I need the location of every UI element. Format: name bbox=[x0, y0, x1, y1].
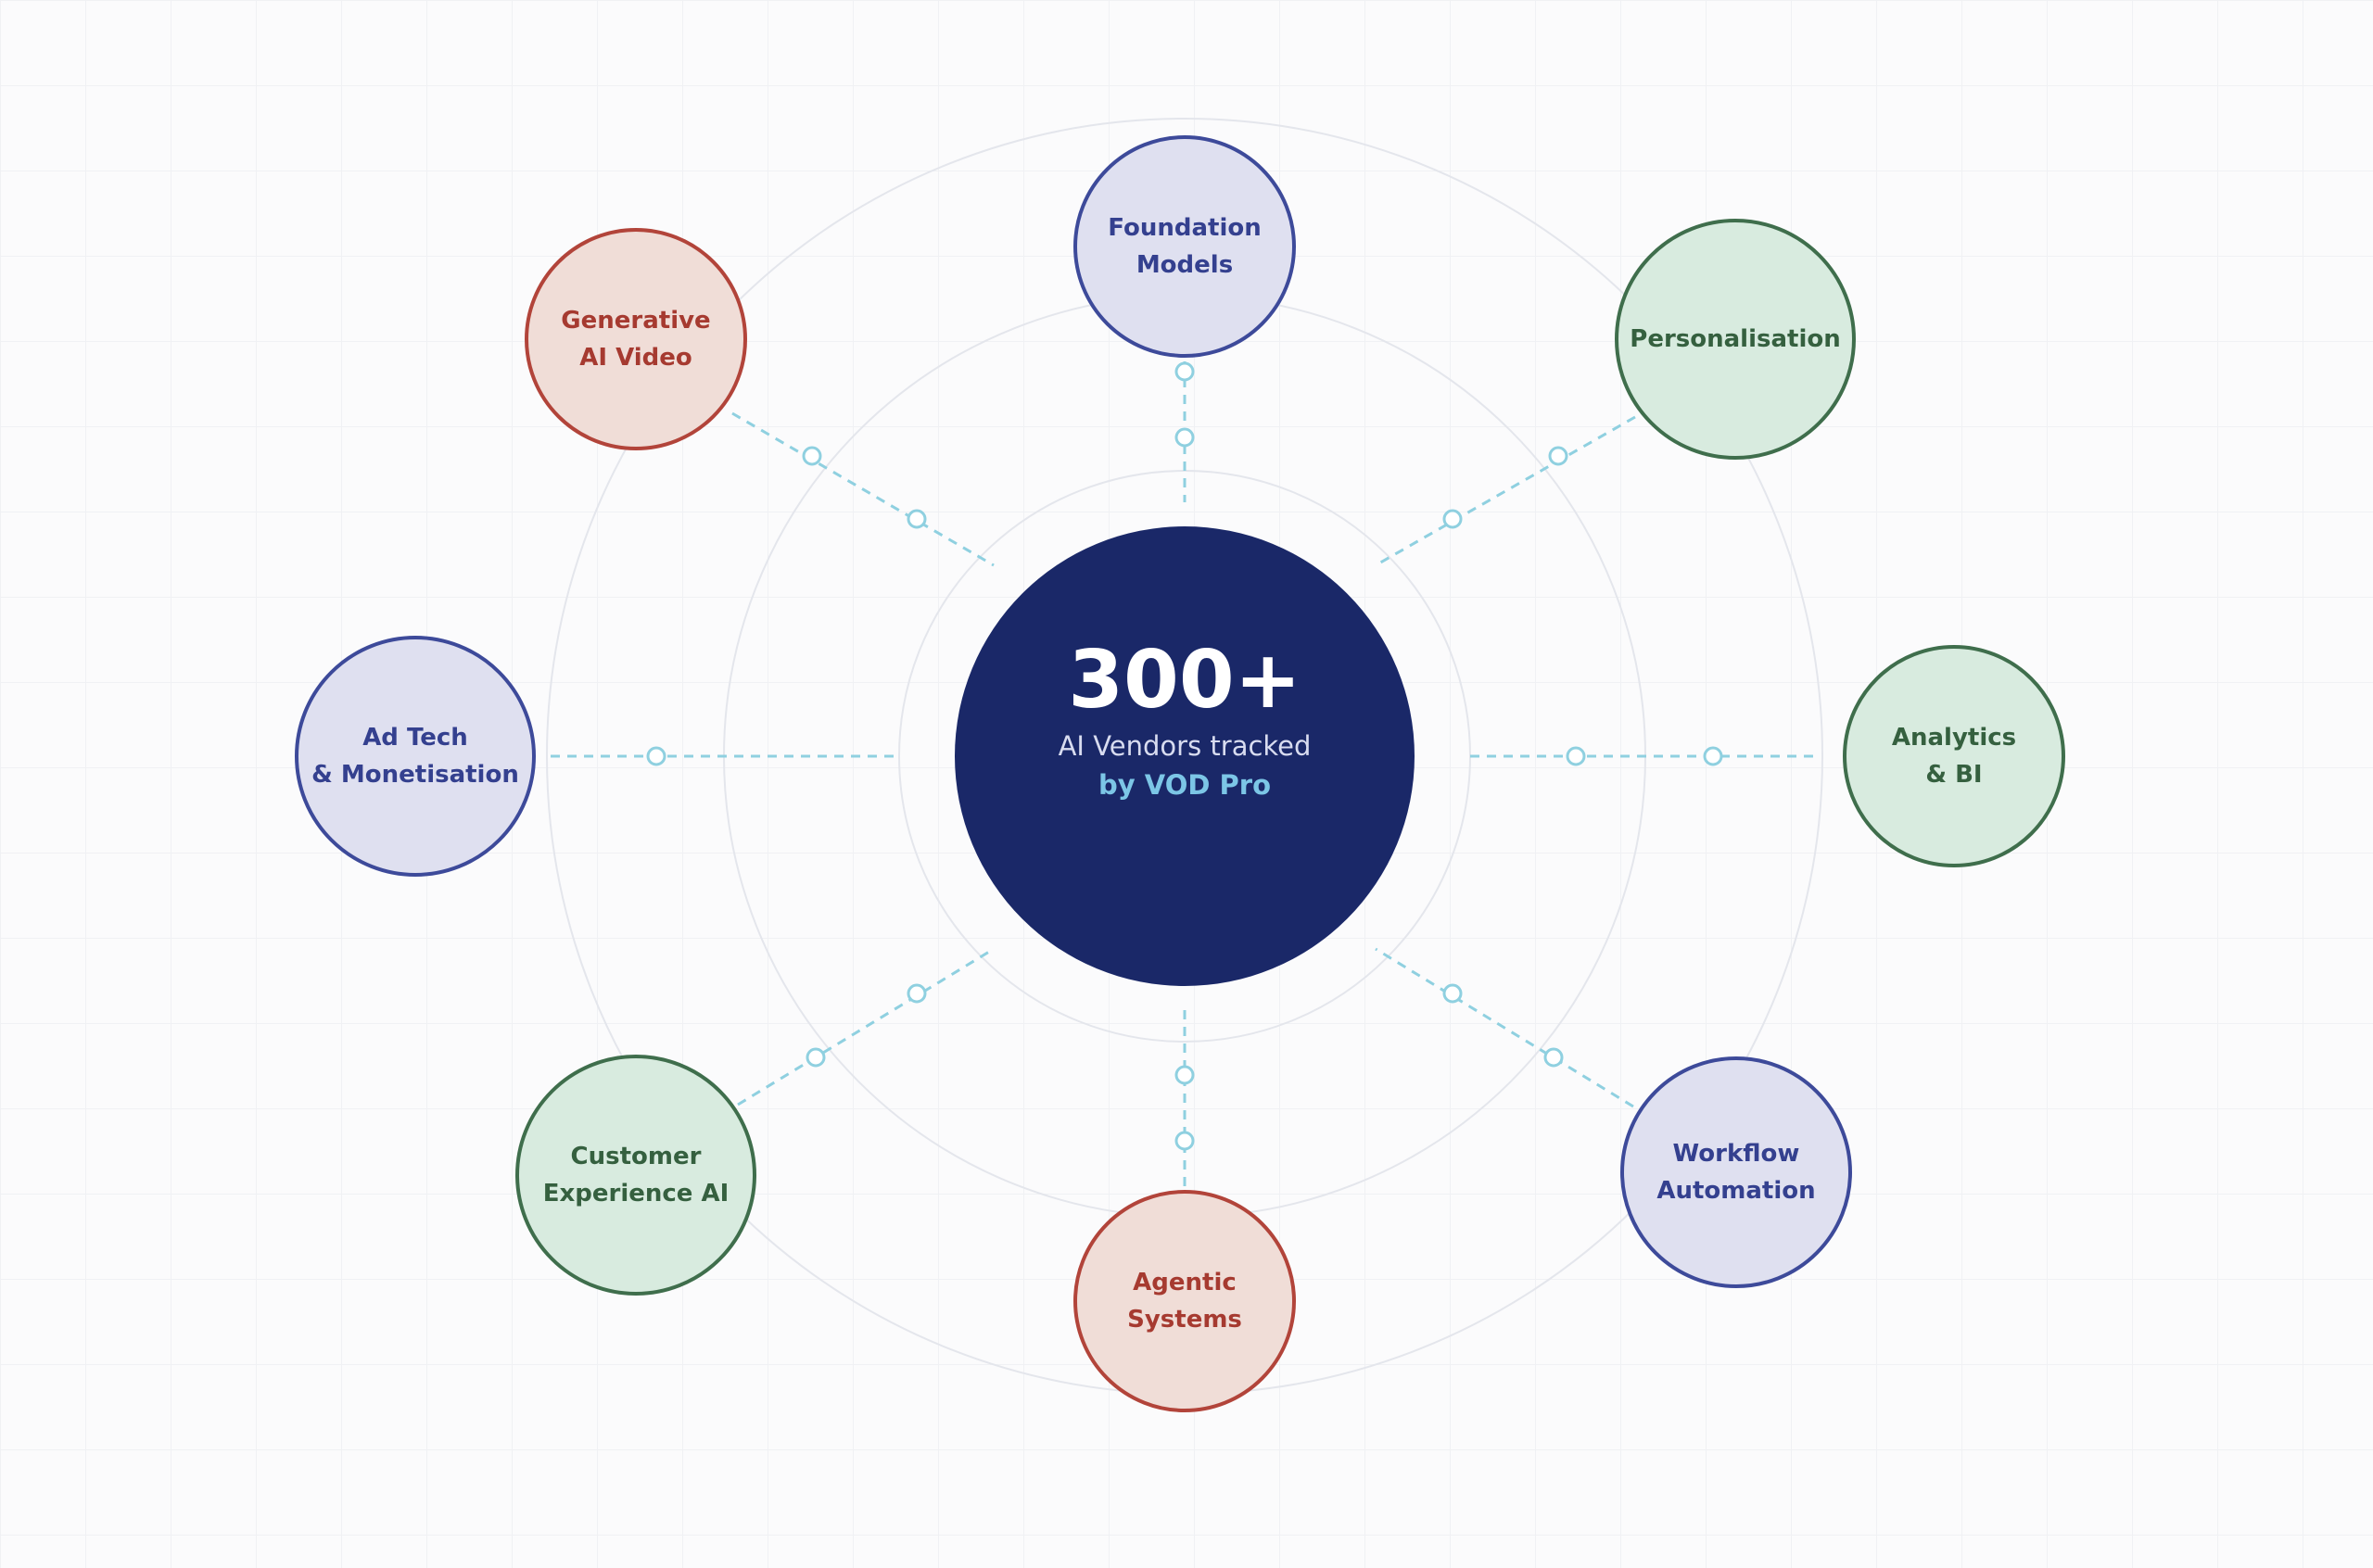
node-generative-ai-video: Generative AI Video bbox=[525, 228, 747, 450]
connector-dot bbox=[1174, 1131, 1195, 1151]
node-analytics-bi: Analytics & BI bbox=[1843, 645, 2065, 867]
node-label: Foundation Models bbox=[1108, 214, 1262, 279]
connector-dot bbox=[646, 746, 666, 766]
node-label: Analytics & BI bbox=[1891, 724, 2017, 789]
connector-dot bbox=[1548, 446, 1568, 466]
connector-personalisation bbox=[1375, 415, 1636, 567]
node-personalisation: Personalisation bbox=[1615, 219, 1856, 460]
connector-dot bbox=[1442, 509, 1463, 529]
connector-dot bbox=[1174, 1065, 1195, 1085]
connector-dot bbox=[1174, 427, 1195, 448]
vendor-count-caption: AI Vendors tracked bbox=[1058, 730, 1312, 762]
node-label: Workflow Automation bbox=[1656, 1140, 1816, 1205]
brand-caption: by VOD Pro bbox=[1098, 769, 1271, 801]
node-label: Personalisation bbox=[1630, 325, 1841, 353]
node-label: Customer Experience AI bbox=[542, 1143, 730, 1208]
node-label: Generative AI Video bbox=[561, 307, 711, 372]
connector-generative-video bbox=[731, 411, 995, 567]
center-hub: 300+ AI Vendors tracked by VOD Pro bbox=[955, 526, 1415, 986]
connector-workflow bbox=[1375, 947, 1634, 1108]
node-agentic-systems: Agentic Systems bbox=[1073, 1190, 1296, 1412]
connector-dot bbox=[1543, 1047, 1564, 1068]
connector-dot bbox=[1703, 746, 1723, 766]
connector-customer-experience bbox=[737, 947, 995, 1106]
connector-dot bbox=[907, 983, 927, 1004]
connector-dot bbox=[802, 446, 822, 466]
connector-dot bbox=[907, 509, 927, 529]
node-label: Ad Tech & Monetisation bbox=[311, 724, 519, 789]
node-customer-experience-ai: Customer Experience AI bbox=[515, 1055, 756, 1296]
connector-dot bbox=[806, 1047, 826, 1068]
node-foundation-models: Foundation Models bbox=[1073, 135, 1296, 358]
node-workflow-automation: Workflow Automation bbox=[1620, 1056, 1852, 1288]
node-label: Agentic Systems bbox=[1127, 1269, 1242, 1334]
connector-dot bbox=[1174, 361, 1195, 382]
vendor-count: 300+ bbox=[1068, 634, 1301, 727]
node-ad-tech-monetisation: Ad Tech & Monetisation bbox=[295, 636, 536, 877]
connector-dot bbox=[1442, 983, 1463, 1004]
connector-dot bbox=[1566, 746, 1586, 766]
